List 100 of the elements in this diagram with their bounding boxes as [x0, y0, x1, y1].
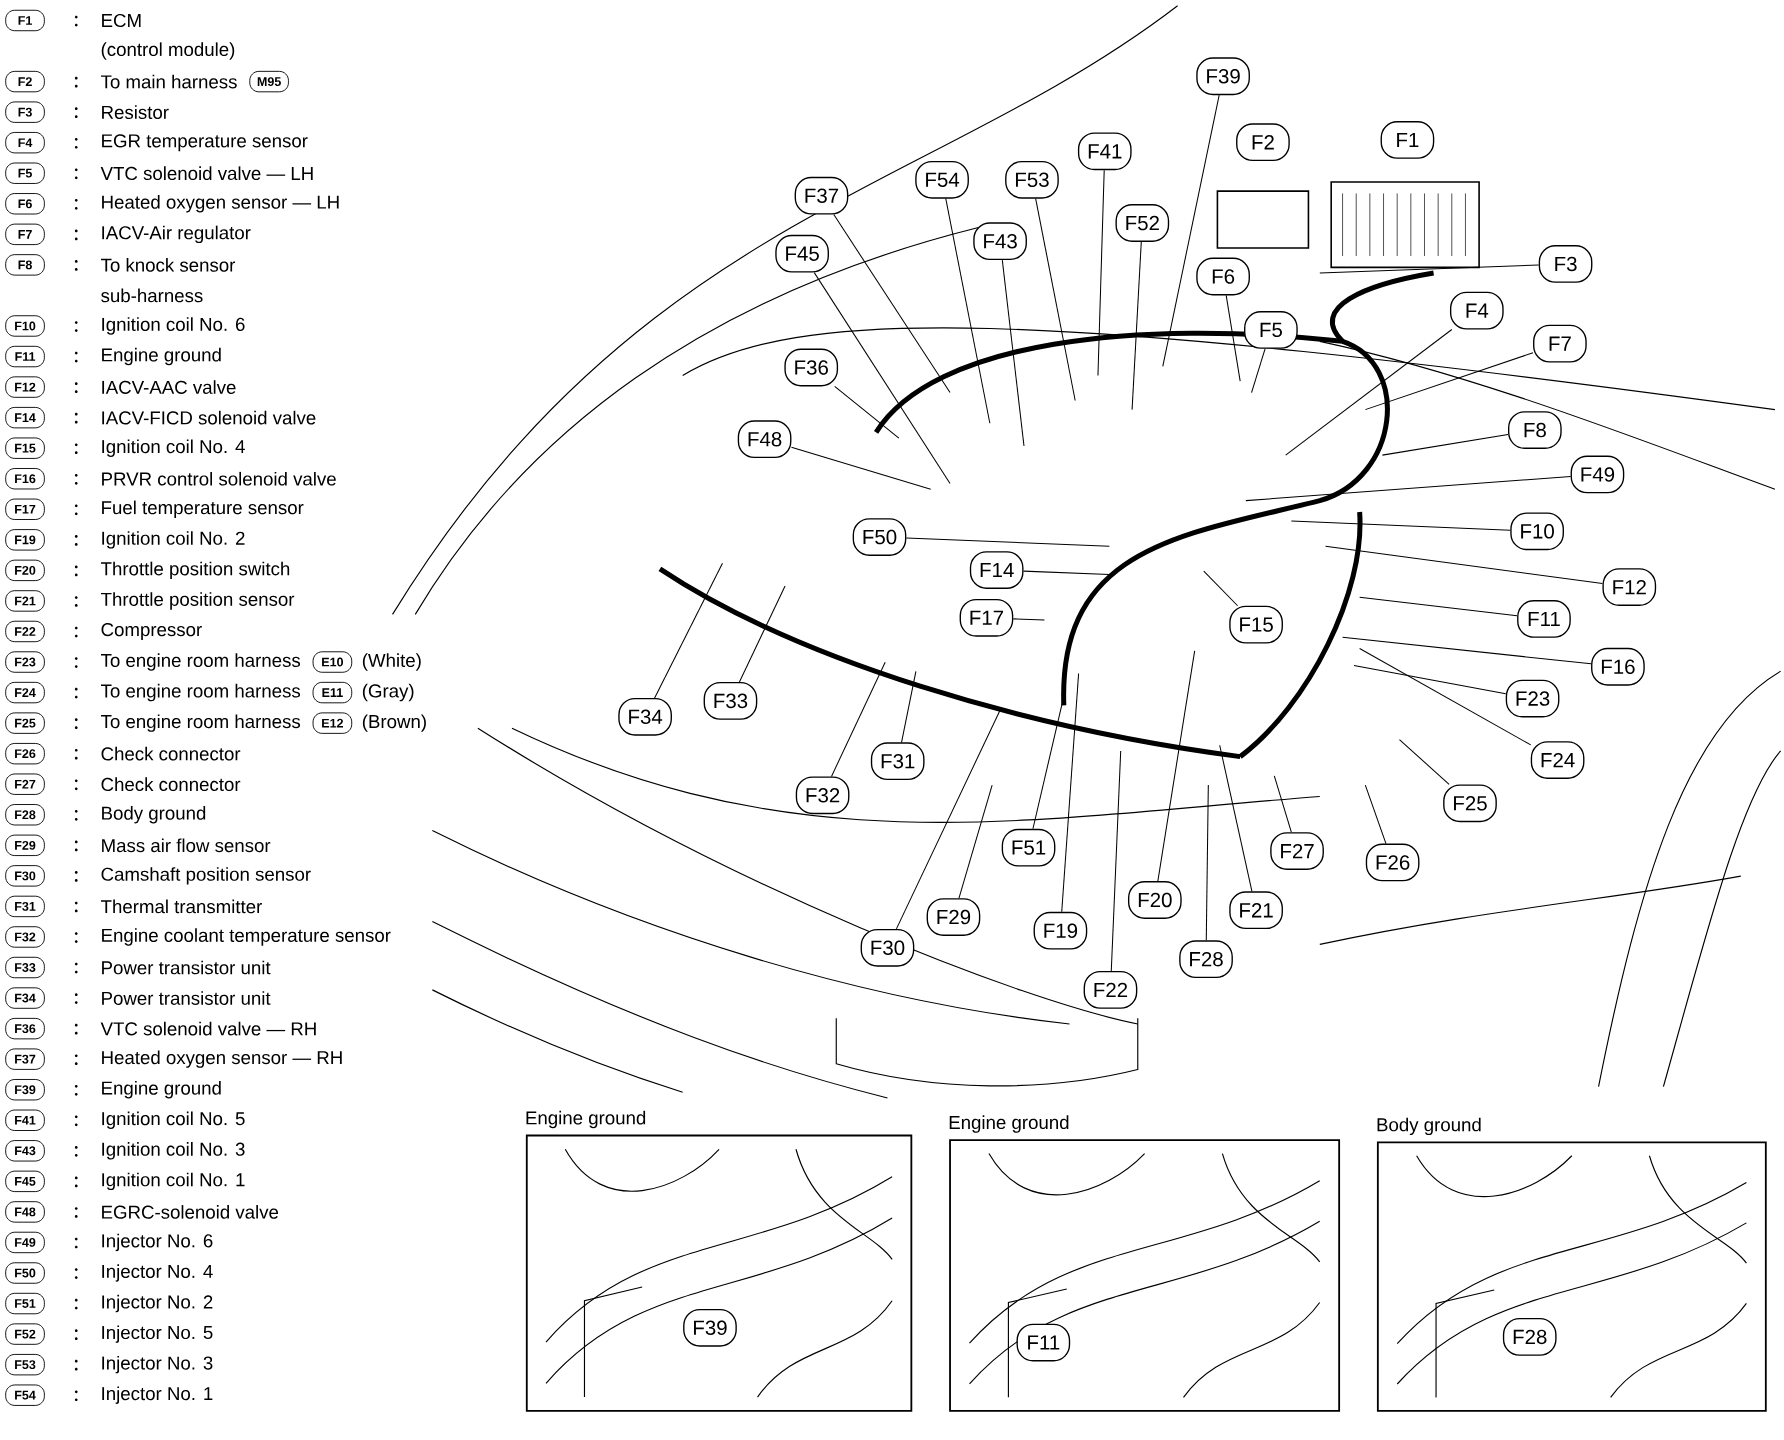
leader-line [1251, 348, 1266, 393]
connector-badge: F21 [5, 590, 45, 612]
connector-badge: F32 [5, 926, 45, 948]
callout-bubble: F45 [775, 234, 829, 273]
leader-line [1219, 744, 1253, 892]
callout-bubble: F41 [1077, 132, 1132, 170]
callout-bubble: F32 [795, 776, 850, 814]
callout-bubble: F12 [1602, 568, 1657, 606]
callout-bubble: F26 [1365, 843, 1420, 882]
callout-bubble: F28 [1502, 1317, 1557, 1356]
legend-text: (control module) [101, 42, 235, 60]
leader-line [790, 446, 932, 490]
leader-line [1205, 784, 1209, 941]
legend-text: Fuel temperature sensor [102, 500, 304, 518]
leader-line [830, 661, 886, 777]
connector-badge: F49 [5, 1231, 45, 1253]
leader-line [1325, 545, 1603, 584]
legend-text: To knock sensor [101, 257, 236, 272]
callout-bubble: F39 [1196, 57, 1250, 95]
callout-bubble: F17 [959, 598, 1014, 637]
legend-text: Ignition coil No. 6 [102, 317, 245, 335]
connector-badge: F36 [5, 1017, 45, 1040]
callout-bubble: F16 [1591, 647, 1645, 686]
legend-text: EGR temperature sensor [102, 134, 308, 151]
legend-text: Mass air flow sensor [102, 838, 271, 852]
callout-bubble: F24 [1530, 740, 1585, 779]
legend-text: Injector No. 2 [102, 1294, 213, 1313]
leader-line [833, 213, 951, 393]
callout-bubble: F48 [737, 420, 792, 458]
leader-line [1319, 264, 1540, 274]
callout-bubble: F15 [1229, 605, 1283, 644]
leader-line [945, 197, 991, 424]
legend-text: ECM [102, 13, 141, 27]
leader-line [1353, 664, 1507, 694]
callout-bubble: F39 [683, 1308, 737, 1347]
legend-text: Thermal transmitter [101, 899, 262, 914]
legend-text: Ignition coil No. 2 [102, 530, 245, 549]
connector-badge: E11 [312, 681, 353, 704]
connector-badge: F53 [5, 1353, 45, 1376]
connector-badge: F3 [5, 101, 45, 123]
legend-text: Heated oxygen sensor — RH [102, 1050, 342, 1068]
leader-line [1157, 650, 1196, 882]
connector-badge: F50 [5, 1262, 45, 1284]
legend-text: VTC solenoid valve — LH [100, 166, 313, 180]
callout-bubble: F21 [1229, 891, 1283, 929]
leader-line [1364, 352, 1534, 410]
leader-line [1061, 672, 1080, 913]
legend-text: Resistor [102, 105, 169, 119]
leader-line [1290, 520, 1511, 531]
callout-bubble: F1 [1380, 120, 1435, 159]
legend-text: To engine room harness [101, 683, 301, 702]
connector-badge: F48 [5, 1201, 45, 1223]
callout-bubble: F8 [1508, 411, 1562, 449]
connector-badge: F19 [5, 528, 45, 551]
callout-bubble: F54 [915, 160, 969, 199]
callout-bubble: F29 [926, 897, 981, 936]
connector-badge: F8 [5, 254, 45, 276]
leader-line [654, 562, 723, 699]
callout-bubble: F19 [1033, 911, 1088, 950]
connector-badge: F23 [5, 651, 45, 673]
connector-badge: F1 [5, 9, 45, 31]
legend-text: Throttle position sensor [101, 592, 295, 610]
legend-text: Injector No. 1 [102, 1386, 213, 1404]
callout-bubble: F6 [1196, 257, 1250, 296]
connector-badge: F10 [5, 315, 45, 337]
connector-badge: F20 [5, 559, 45, 581]
leader-line [1001, 259, 1025, 447]
connector-badge: F15 [5, 437, 45, 459]
callout-bubble: F49 [1570, 455, 1625, 494]
connector-badge: F27 [5, 773, 45, 795]
connector-badge: E12 [312, 712, 353, 734]
callout-bubble: F5 [1244, 310, 1298, 349]
legend-text: sub-harness [101, 288, 203, 303]
connector-badge: F12 [5, 376, 45, 398]
callout-bubble: F11 [1517, 599, 1571, 638]
callout-bubble: F37 [794, 176, 849, 215]
callout-bubble: F52 [1115, 203, 1170, 242]
legend-text: Injector No. 5 [102, 1325, 213, 1343]
legend-text: (Brown) [362, 714, 426, 732]
connector-badge: F2 [5, 70, 45, 93]
legend-text: Heated oxygen sensor — LH [102, 194, 339, 213]
connector-badge: F5 [5, 162, 45, 184]
leader-line [1364, 784, 1387, 844]
connector-badge: F39 [5, 1078, 45, 1101]
leader-line [1203, 570, 1239, 607]
callout-bubble: F30 [860, 928, 915, 967]
legend-text: Body ground [102, 805, 206, 824]
callout-bubble: F25 [1443, 784, 1497, 822]
callout-bubble: F22 [1083, 970, 1138, 1009]
legend-text: VTC solenoid valve — RH [100, 1021, 316, 1036]
callout-bubble: F53 [1005, 160, 1059, 199]
legend-text: To engine room harness [101, 653, 301, 671]
connector-badge: F51 [5, 1292, 45, 1315]
connector-badge: F24 [5, 681, 45, 704]
leader-line [1225, 294, 1241, 382]
leader-line [1342, 636, 1592, 665]
connector-badge: F29 [5, 834, 45, 856]
connector-badge: F28 [5, 803, 45, 826]
connector-badge: F52 [5, 1323, 45, 1345]
connector-badge: M95 [249, 70, 289, 93]
